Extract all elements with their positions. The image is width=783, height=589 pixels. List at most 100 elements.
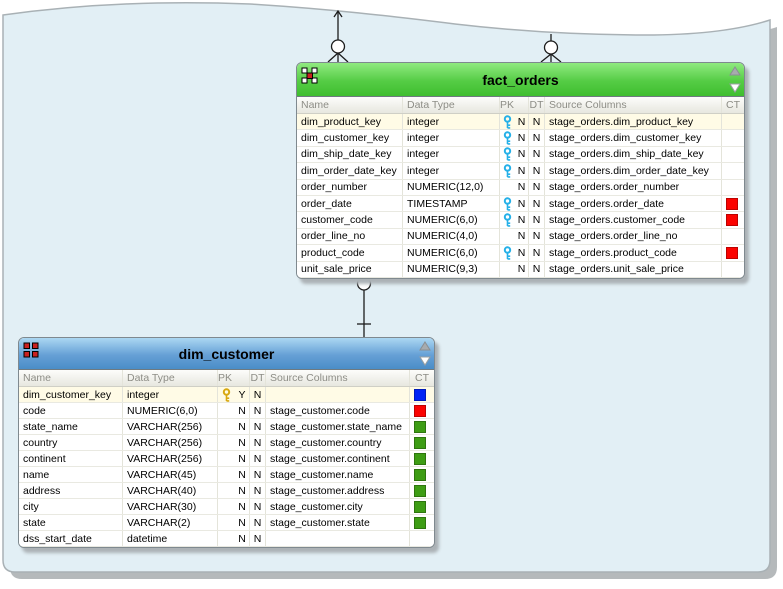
table-type-icon[interactable] <box>301 67 319 85</box>
cell-source: stage_customer.name <box>266 467 410 482</box>
table-fact-orders[interactable]: fact_orders Name Data Type PK DT Source … <box>296 62 745 279</box>
cell-key <box>218 515 235 530</box>
cell-ct <box>722 196 744 211</box>
cell-source: stage_orders.order_line_no <box>545 228 722 245</box>
table-header[interactable]: fact_orders <box>297 63 744 97</box>
column-header-name: Name <box>297 97 403 113</box>
ct-green-badge <box>414 500 426 513</box>
cell-source: stage_orders.customer_code <box>545 212 722 228</box>
cell-dt: N <box>250 467 266 482</box>
cell-source: stage_orders.product_code <box>545 245 722 261</box>
cell-name: dim_product_key <box>297 114 403 130</box>
cardinality-circle[interactable] <box>356 276 372 291</box>
cell-type: VARCHAR(2) <box>123 515 218 530</box>
cell-source: stage_customer.state_name <box>266 419 410 434</box>
cell-dt: N <box>529 212 545 228</box>
cell-ct <box>722 180 744 195</box>
table-dim-customer[interactable]: dim_customer Name Data Type PK DT Source… <box>18 337 435 548</box>
cell-pk: N <box>515 179 529 195</box>
cell-source: stage_customer.state <box>266 515 410 530</box>
scroll-up-icon[interactable] <box>729 66 741 76</box>
cell-name: country <box>19 435 123 450</box>
scroll-up-icon[interactable] <box>419 341 431 351</box>
cell-key <box>218 499 235 514</box>
cell-ct <box>410 435 434 450</box>
column-header-row: Name Data Type PK DT Source Columns CT <box>297 97 744 114</box>
cell-dt: N <box>250 531 266 546</box>
column-header-dt: DT <box>250 370 266 386</box>
column-header-pk: PK <box>500 97 529 113</box>
cell-key <box>218 403 235 418</box>
ct-green-badge <box>414 436 426 449</box>
ct-red-badge <box>414 404 426 417</box>
scroll-down-icon[interactable] <box>729 83 741 93</box>
cell-pk: Y <box>235 387 250 402</box>
cell-pk: N <box>515 261 529 277</box>
relationship-top-right[interactable] <box>540 34 562 63</box>
cell-type: NUMERIC(12,0) <box>403 179 500 195</box>
cell-key <box>500 212 515 227</box>
cell-name: unit_sale_price <box>297 261 403 277</box>
cardinality-circle[interactable] <box>330 39 346 54</box>
cell-ct <box>410 451 434 466</box>
cell-pk: N <box>515 212 529 228</box>
cell-type: integer <box>403 146 500 163</box>
cell-key <box>500 229 515 244</box>
relationship-top-left[interactable] <box>327 9 349 63</box>
scroll-down-icon[interactable] <box>419 356 431 366</box>
column-header-ct: CT <box>415 372 429 384</box>
primary-key-icon <box>222 387 231 402</box>
ct-green-badge <box>414 452 426 465</box>
ct-red-badge <box>726 214 738 227</box>
table-type-icon[interactable] <box>23 342 39 358</box>
cell-key <box>218 435 235 450</box>
table-header[interactable]: dim_customer <box>19 338 434 370</box>
column-header-data-type: Data Type <box>123 370 218 386</box>
column-header-source-columns: Source Columns <box>545 97 722 113</box>
cell-name: dss_start_date <box>19 531 123 546</box>
key-icon <box>503 213 512 227</box>
ct-green-badge <box>414 468 426 481</box>
cell-type: NUMERIC(4,0) <box>403 228 500 245</box>
cell-pk: N <box>235 531 250 546</box>
cardinality-circle[interactable] <box>543 40 559 55</box>
cell-source <box>266 531 410 546</box>
cell-name: state_name <box>19 419 123 434</box>
table-title: dim_customer <box>178 345 275 362</box>
cell-type: VARCHAR(256) <box>123 451 218 466</box>
cell-type: VARCHAR(30) <box>123 499 218 514</box>
cell-name: dim_ship_date_key <box>297 146 403 163</box>
cell-pk: N <box>515 114 529 130</box>
cell-pk: N <box>235 435 250 450</box>
cell-key <box>218 387 235 402</box>
cell-dt: N <box>250 387 266 402</box>
cell-name: state <box>19 515 123 530</box>
cell-ct <box>410 499 434 514</box>
ct-red-badge <box>726 197 738 210</box>
cell-dt: N <box>250 403 266 418</box>
cell-dt: N <box>250 451 266 466</box>
cell-type: NUMERIC(6,0) <box>123 403 218 418</box>
cell-dt: N <box>529 130 545 146</box>
